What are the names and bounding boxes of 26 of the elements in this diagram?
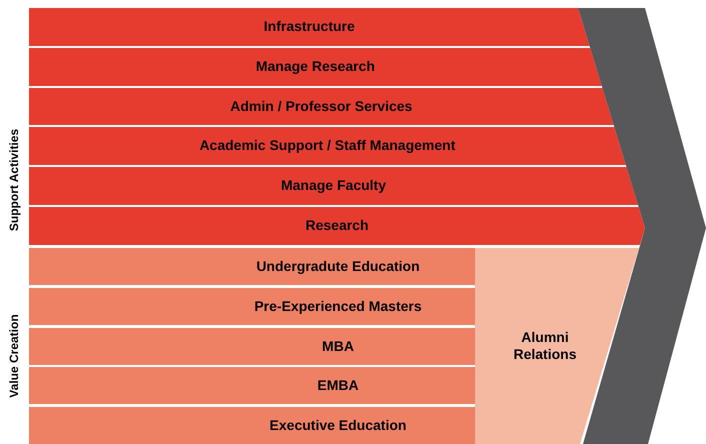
support-activity-band — [29, 88, 614, 125]
support-activity-band — [29, 48, 602, 86]
band-label: Alumni Relations — [512, 328, 578, 364]
section-label: Support Activities — [6, 128, 22, 232]
band-label: Admin / Professor Services — [230, 98, 412, 116]
band-label: Executive Education — [270, 416, 406, 434]
chevron-shape — [578, 8, 706, 444]
program-band — [29, 288, 475, 325]
band-label: Manage Research — [256, 58, 375, 76]
program-band — [29, 407, 475, 444]
support-activity-band — [29, 127, 626, 165]
program-band — [29, 328, 475, 365]
section-label: Value Creation — [6, 314, 22, 398]
band-label: Academic Support / Staff Management — [199, 137, 456, 155]
band-label: EMBA — [317, 376, 359, 394]
support-activity-band — [29, 167, 638, 205]
band-label: Manage Faculty — [280, 177, 386, 195]
band-label: Research — [305, 217, 369, 235]
band-label: Infrastructure — [264, 18, 355, 36]
support-activity-band — [29, 8, 590, 46]
band-label: MBA — [322, 338, 354, 356]
program-band — [29, 248, 475, 285]
band-label: Undergradute Education — [256, 258, 420, 276]
support-activity-band — [29, 207, 645, 245]
program-band — [29, 367, 475, 404]
band-label: Pre-Experienced Masters — [254, 298, 422, 316]
